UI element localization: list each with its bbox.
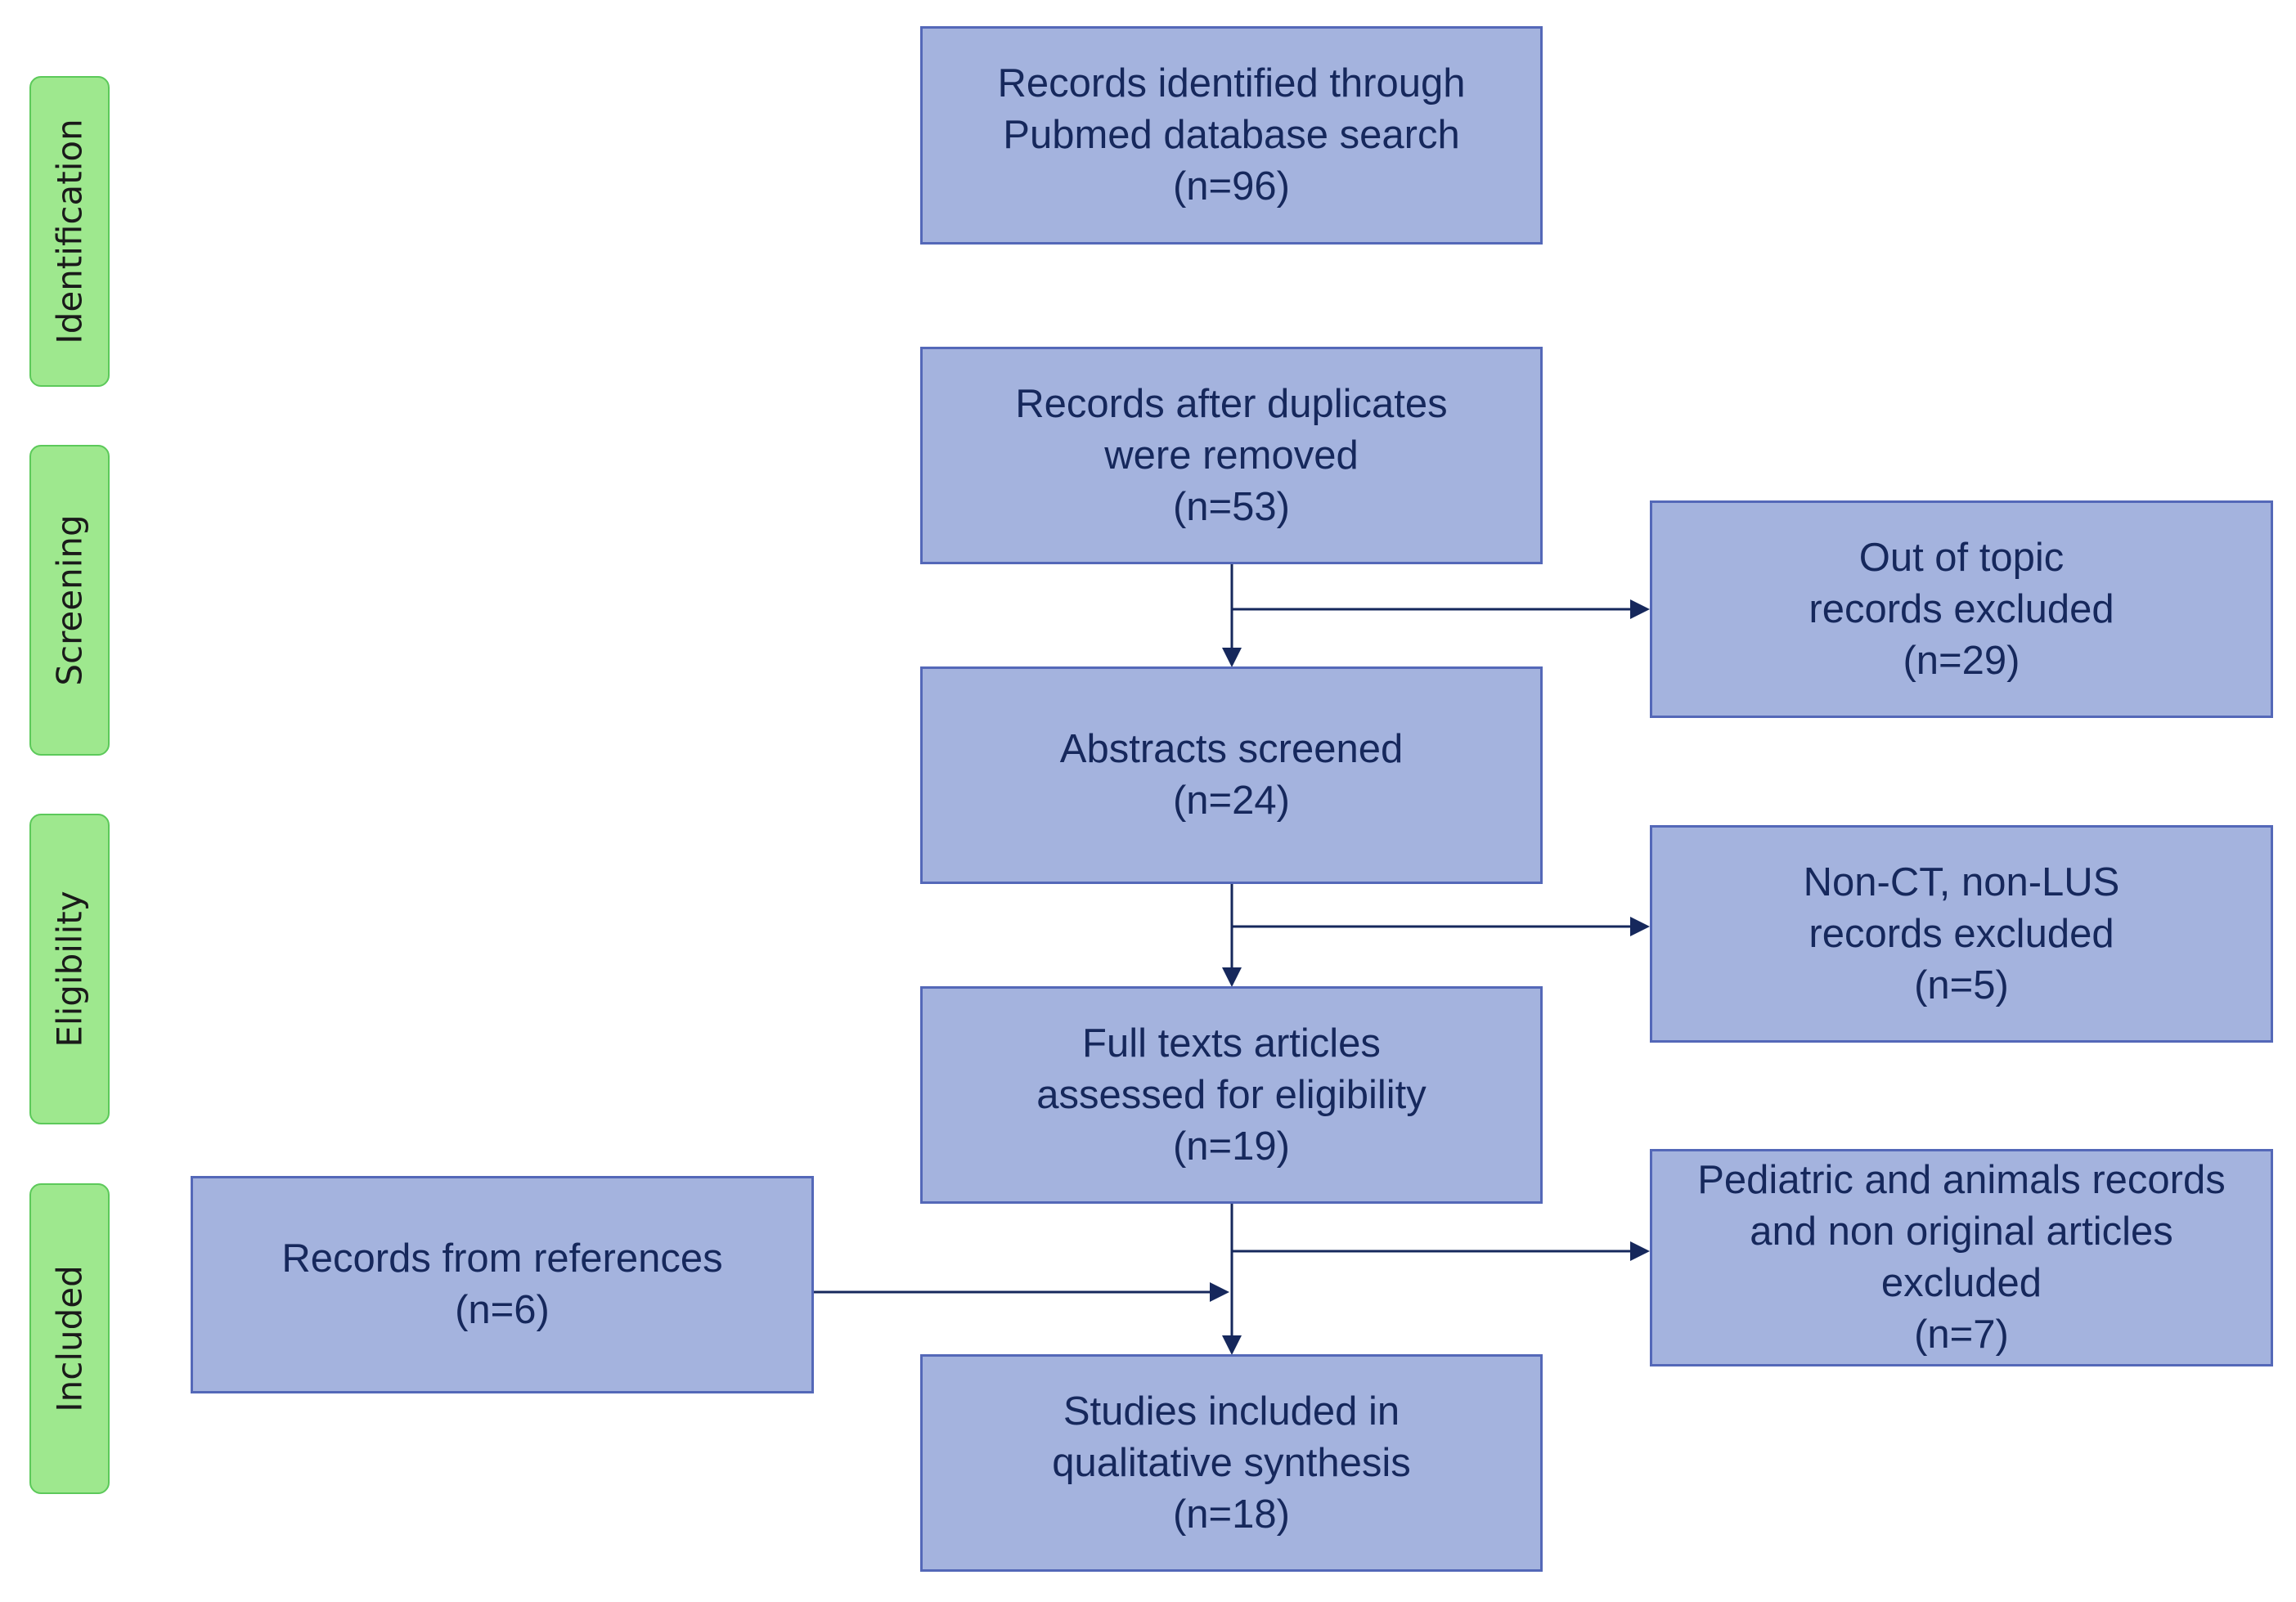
stage-screening-label: Screening xyxy=(49,514,90,686)
stage-screening: Screening xyxy=(29,445,110,756)
box-excluded-out-of-topic: Out of topic records excluded (n=29) xyxy=(1650,500,2273,718)
box-records-identified-text: Records identified through Pubmed databa… xyxy=(997,61,1466,209)
stage-identification-label: Identification xyxy=(49,119,90,344)
box-excluded-non-ct-text: Non-CT, non-LUS records excluded (n=5) xyxy=(1803,859,2120,1007)
stage-identification: Identification xyxy=(29,76,110,387)
box-records-from-references-text: Records from references (n=6) xyxy=(281,1236,723,1332)
stage-eligibility: Eligibility xyxy=(29,814,110,1124)
box-after-duplicates-text: Records after duplicates were removed (n… xyxy=(1015,381,1448,529)
stage-eligibility-label: Eligibility xyxy=(49,891,90,1048)
box-studies-included-text: Studies included in qualitative synthesi… xyxy=(1052,1389,1411,1537)
box-records-from-references: Records from references (n=6) xyxy=(191,1176,814,1393)
box-excluded-pediatric: Pediatric and animals records and non or… xyxy=(1650,1149,2273,1366)
box-studies-included: Studies included in qualitative synthesi… xyxy=(920,1354,1543,1572)
box-excluded-out-of-topic-text: Out of topic records excluded (n=29) xyxy=(1808,535,2114,683)
box-after-duplicates: Records after duplicates were removed (n… xyxy=(920,347,1543,564)
box-full-texts-text: Full texts articles assessed for eligibi… xyxy=(1036,1021,1427,1169)
box-excluded-pediatric-text: Pediatric and animals records and non or… xyxy=(1697,1158,2226,1357)
box-full-texts: Full texts articles assessed for eligibi… xyxy=(920,986,1543,1204)
box-excluded-non-ct: Non-CT, non-LUS records excluded (n=5) xyxy=(1650,825,2273,1043)
stage-included: Included xyxy=(29,1183,110,1494)
box-abstracts-screened: Abstracts screened (n=24) xyxy=(920,666,1543,884)
stage-included-label: Included xyxy=(49,1265,90,1412)
box-abstracts-screened-text: Abstracts screened (n=24) xyxy=(1059,727,1404,823)
box-records-identified: Records identified through Pubmed databa… xyxy=(920,26,1543,245)
